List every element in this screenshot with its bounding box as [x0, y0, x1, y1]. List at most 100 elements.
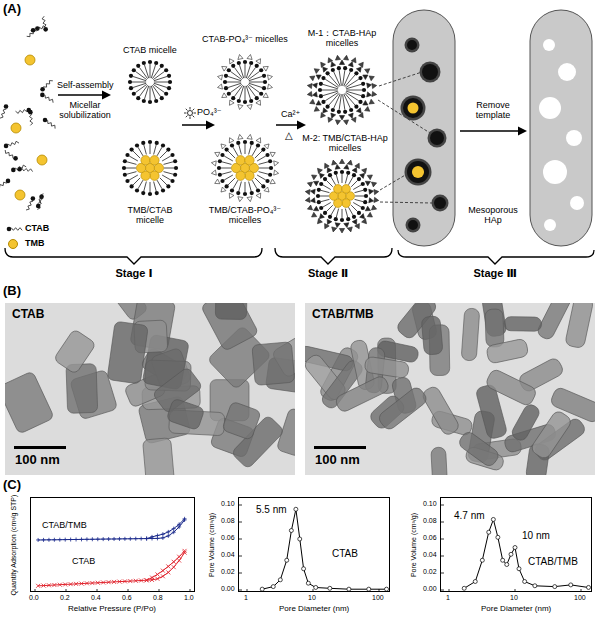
micelle-head [220, 153, 224, 157]
micelle-tail [355, 190, 364, 192]
tem-image: CTAB/TMB100 nm [305, 303, 595, 475]
data-marker [294, 507, 298, 511]
micelle-tail [239, 86, 243, 99]
micelle-head [220, 179, 224, 183]
tmb-core [412, 166, 424, 178]
data-marker [385, 587, 389, 591]
phosphate-triangle [363, 101, 368, 105]
data-marker [553, 585, 557, 589]
micelle-in-rod [403, 98, 423, 118]
axis-tick [441, 590, 444, 591]
phosphate-triangle [374, 197, 379, 202]
micelle-tail [255, 151, 262, 158]
phosphate-triangle [263, 66, 268, 71]
micelle-tail [343, 70, 345, 86]
phosphate-triangle [312, 83, 317, 88]
tmb-droplet [37, 155, 47, 165]
micelle-tail [344, 94, 351, 108]
micelle-tail [224, 156, 233, 161]
micelle-head [231, 64, 235, 68]
data-marker [177, 559, 181, 563]
surfactant-head [4, 104, 9, 109]
surfactant-tail [45, 95, 53, 103]
curve-label: 10 nm [521, 530, 551, 542]
scale-bar [314, 446, 366, 449]
symbol-ray [190, 117, 191, 120]
data-marker [480, 558, 484, 562]
micelle-tail [346, 84, 361, 88]
phosphate-triangle [247, 55, 252, 60]
micelle-label: TMB/CTAB micelle [113, 205, 187, 226]
phosphate-triangle [369, 76, 374, 81]
tick-label: 0.02 [221, 568, 235, 576]
micelle-tail [346, 79, 359, 87]
nanoparticle [252, 342, 295, 386]
phosphate-triangle [221, 187, 226, 192]
micelle-tail [233, 180, 238, 189]
micelle-head [129, 86, 133, 90]
micelle-head [259, 68, 263, 72]
tick-label: 10 [510, 594, 518, 602]
data-marker [145, 537, 149, 541]
micelle-tail [252, 147, 257, 156]
phosphate-triangle [363, 75, 368, 79]
surfactant-head [40, 93, 45, 98]
axis-title: Pore Diameter (nm) [279, 604, 349, 613]
micelle [307, 55, 376, 124]
phosphate-triangle [367, 175, 372, 180]
pore [543, 160, 567, 184]
micelle-head [225, 184, 229, 188]
micelle-tail [320, 196, 329, 197]
data-marker [161, 574, 165, 578]
axis-tick [449, 589, 450, 592]
micelle-head [237, 61, 241, 65]
micelle-tail [246, 86, 250, 99]
mesoporous-rod [530, 10, 592, 246]
data-marker [278, 578, 282, 582]
data-marker [314, 585, 318, 589]
data-marker [128, 537, 132, 541]
scale-bar [14, 446, 66, 449]
micelle-tail [160, 178, 167, 185]
micelle [128, 60, 172, 104]
phosphate-triangle [263, 93, 268, 98]
phosphate-triangle [335, 55, 340, 60]
panel-letter: (C) [3, 478, 21, 493]
data-marker [112, 580, 116, 584]
micelle-tail [245, 182, 246, 192]
data-marker [90, 537, 94, 541]
data-marker [123, 537, 127, 541]
micelle-tail [222, 172, 232, 175]
micelle-tail [355, 199, 364, 201]
micelle-head [328, 173, 332, 177]
phosphate-triangle [229, 59, 234, 64]
data-marker [150, 576, 154, 580]
phosphate-triangle [331, 62, 336, 67]
micelle-head [231, 96, 235, 100]
micelle-head [358, 76, 362, 80]
data-marker [42, 538, 46, 542]
phosphate-triangle [316, 75, 321, 79]
tmb-core [245, 171, 254, 180]
arrow-head [518, 127, 527, 136]
micelle-tail [343, 94, 345, 110]
micelle-tail [245, 86, 246, 100]
leader-line [380, 174, 407, 190]
phosphate-triangle [367, 212, 372, 217]
phosphate-triangle [372, 91, 377, 96]
micelle-head [218, 173, 222, 177]
micelle-tail [154, 82, 168, 83]
micelle-head [346, 217, 350, 221]
data-marker [47, 538, 51, 542]
leader-line [380, 202, 432, 203]
micelle-head [323, 211, 327, 215]
pore [570, 196, 584, 210]
pore [543, 39, 555, 51]
micelle-tail [151, 65, 155, 78]
phosphate-triangle [332, 160, 337, 165]
data-marker [74, 582, 78, 586]
micelle-head [325, 71, 329, 75]
tick-label: 0.2 [60, 594, 70, 602]
micelle-head [161, 188, 165, 192]
phosphate-triangle [356, 108, 361, 113]
